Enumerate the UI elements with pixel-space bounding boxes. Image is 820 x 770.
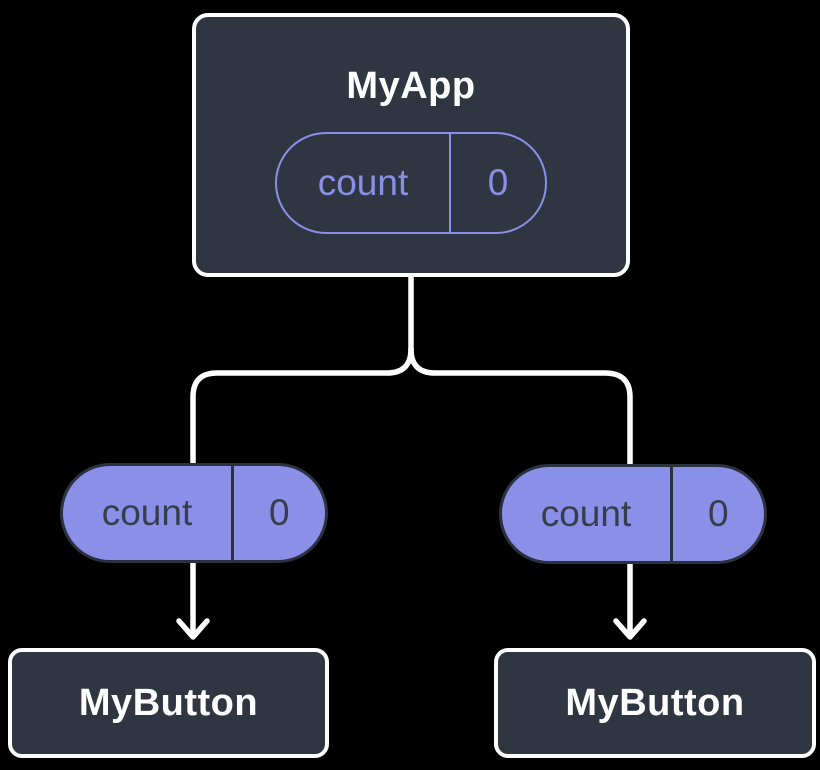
prop-pill-right: count 0 [499, 464, 767, 564]
state-pill-value: 0 [487, 162, 509, 203]
child-component-right-title: MyButton [565, 681, 745, 724]
prop-pill-left-divider [231, 466, 234, 560]
right-branch-line [408, 346, 633, 469]
state-pill-name: count [317, 162, 409, 203]
root-component-node: MyApp count 0 [192, 13, 630, 277]
state-pill: count 0 [275, 132, 547, 234]
child-component-node-right: MyButton [494, 648, 816, 758]
prop-pill-right-name: count [540, 493, 632, 534]
prop-pill-right-divider [670, 467, 673, 561]
right-arrow [613, 553, 647, 640]
prop-pill-left: count 0 [60, 463, 328, 563]
prop-pill-right-value: 0 [707, 493, 729, 534]
left-branch-line [190, 346, 414, 469]
root-component-title: MyApp [346, 65, 476, 107]
prop-pill-left-value: 0 [268, 492, 290, 533]
left-arrow [176, 553, 210, 640]
state-pill-divider [449, 134, 451, 232]
child-component-node-left: MyButton [8, 648, 329, 758]
prop-pill-left-name: count [101, 492, 193, 533]
child-component-left-title: MyButton [78, 681, 259, 724]
